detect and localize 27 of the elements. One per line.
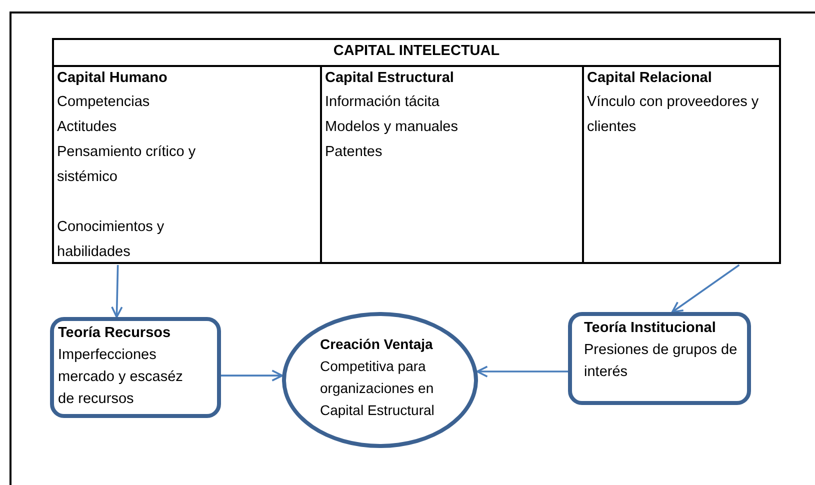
body-text: Actitudes: [57, 118, 118, 137]
body-text: Competencias: [57, 93, 151, 112]
heading-text: Teoría Recursos: [58, 324, 172, 343]
heading-text: Capital Relacional: [587, 69, 713, 88]
rounded-box: [568, 312, 751, 405]
arrow: [671, 264, 740, 313]
heading-text: Capital Humano: [57, 69, 168, 88]
body-text: Información tácita: [325, 93, 440, 112]
table: [52, 38, 781, 264]
body-text: Patentes: [325, 143, 384, 162]
body-text: Modelos y manuales: [325, 118, 459, 137]
heading-text: CAPITAL INTELECTUAL: [332, 42, 501, 61]
arrow: [221, 370, 284, 382]
body-text: Conocimientos y habilidades: [57, 218, 166, 262]
body-text: Pensamiento crítico y sistémico: [57, 143, 197, 187]
arrow: [111, 264, 123, 318]
rounded-box: [50, 317, 221, 418]
body-text: Presiones de grupos de interés: [584, 341, 738, 382]
body-text: Imperfecciones mercado y escaséz de recursos: [58, 346, 184, 409]
body-text: Competitiva para organizaciones en Capital Estructural: [320, 357, 436, 420]
table-column: [320, 65, 582, 264]
table-column: [582, 65, 781, 264]
heading-text: Capital Estructural: [325, 69, 455, 88]
heading-text: Creación Ventaja: [320, 335, 434, 354]
arrow: [476, 366, 568, 378]
body-text: Vínculo con proveedores y clientes: [587, 93, 760, 137]
heading-text: Teoría Institucional: [584, 319, 717, 338]
